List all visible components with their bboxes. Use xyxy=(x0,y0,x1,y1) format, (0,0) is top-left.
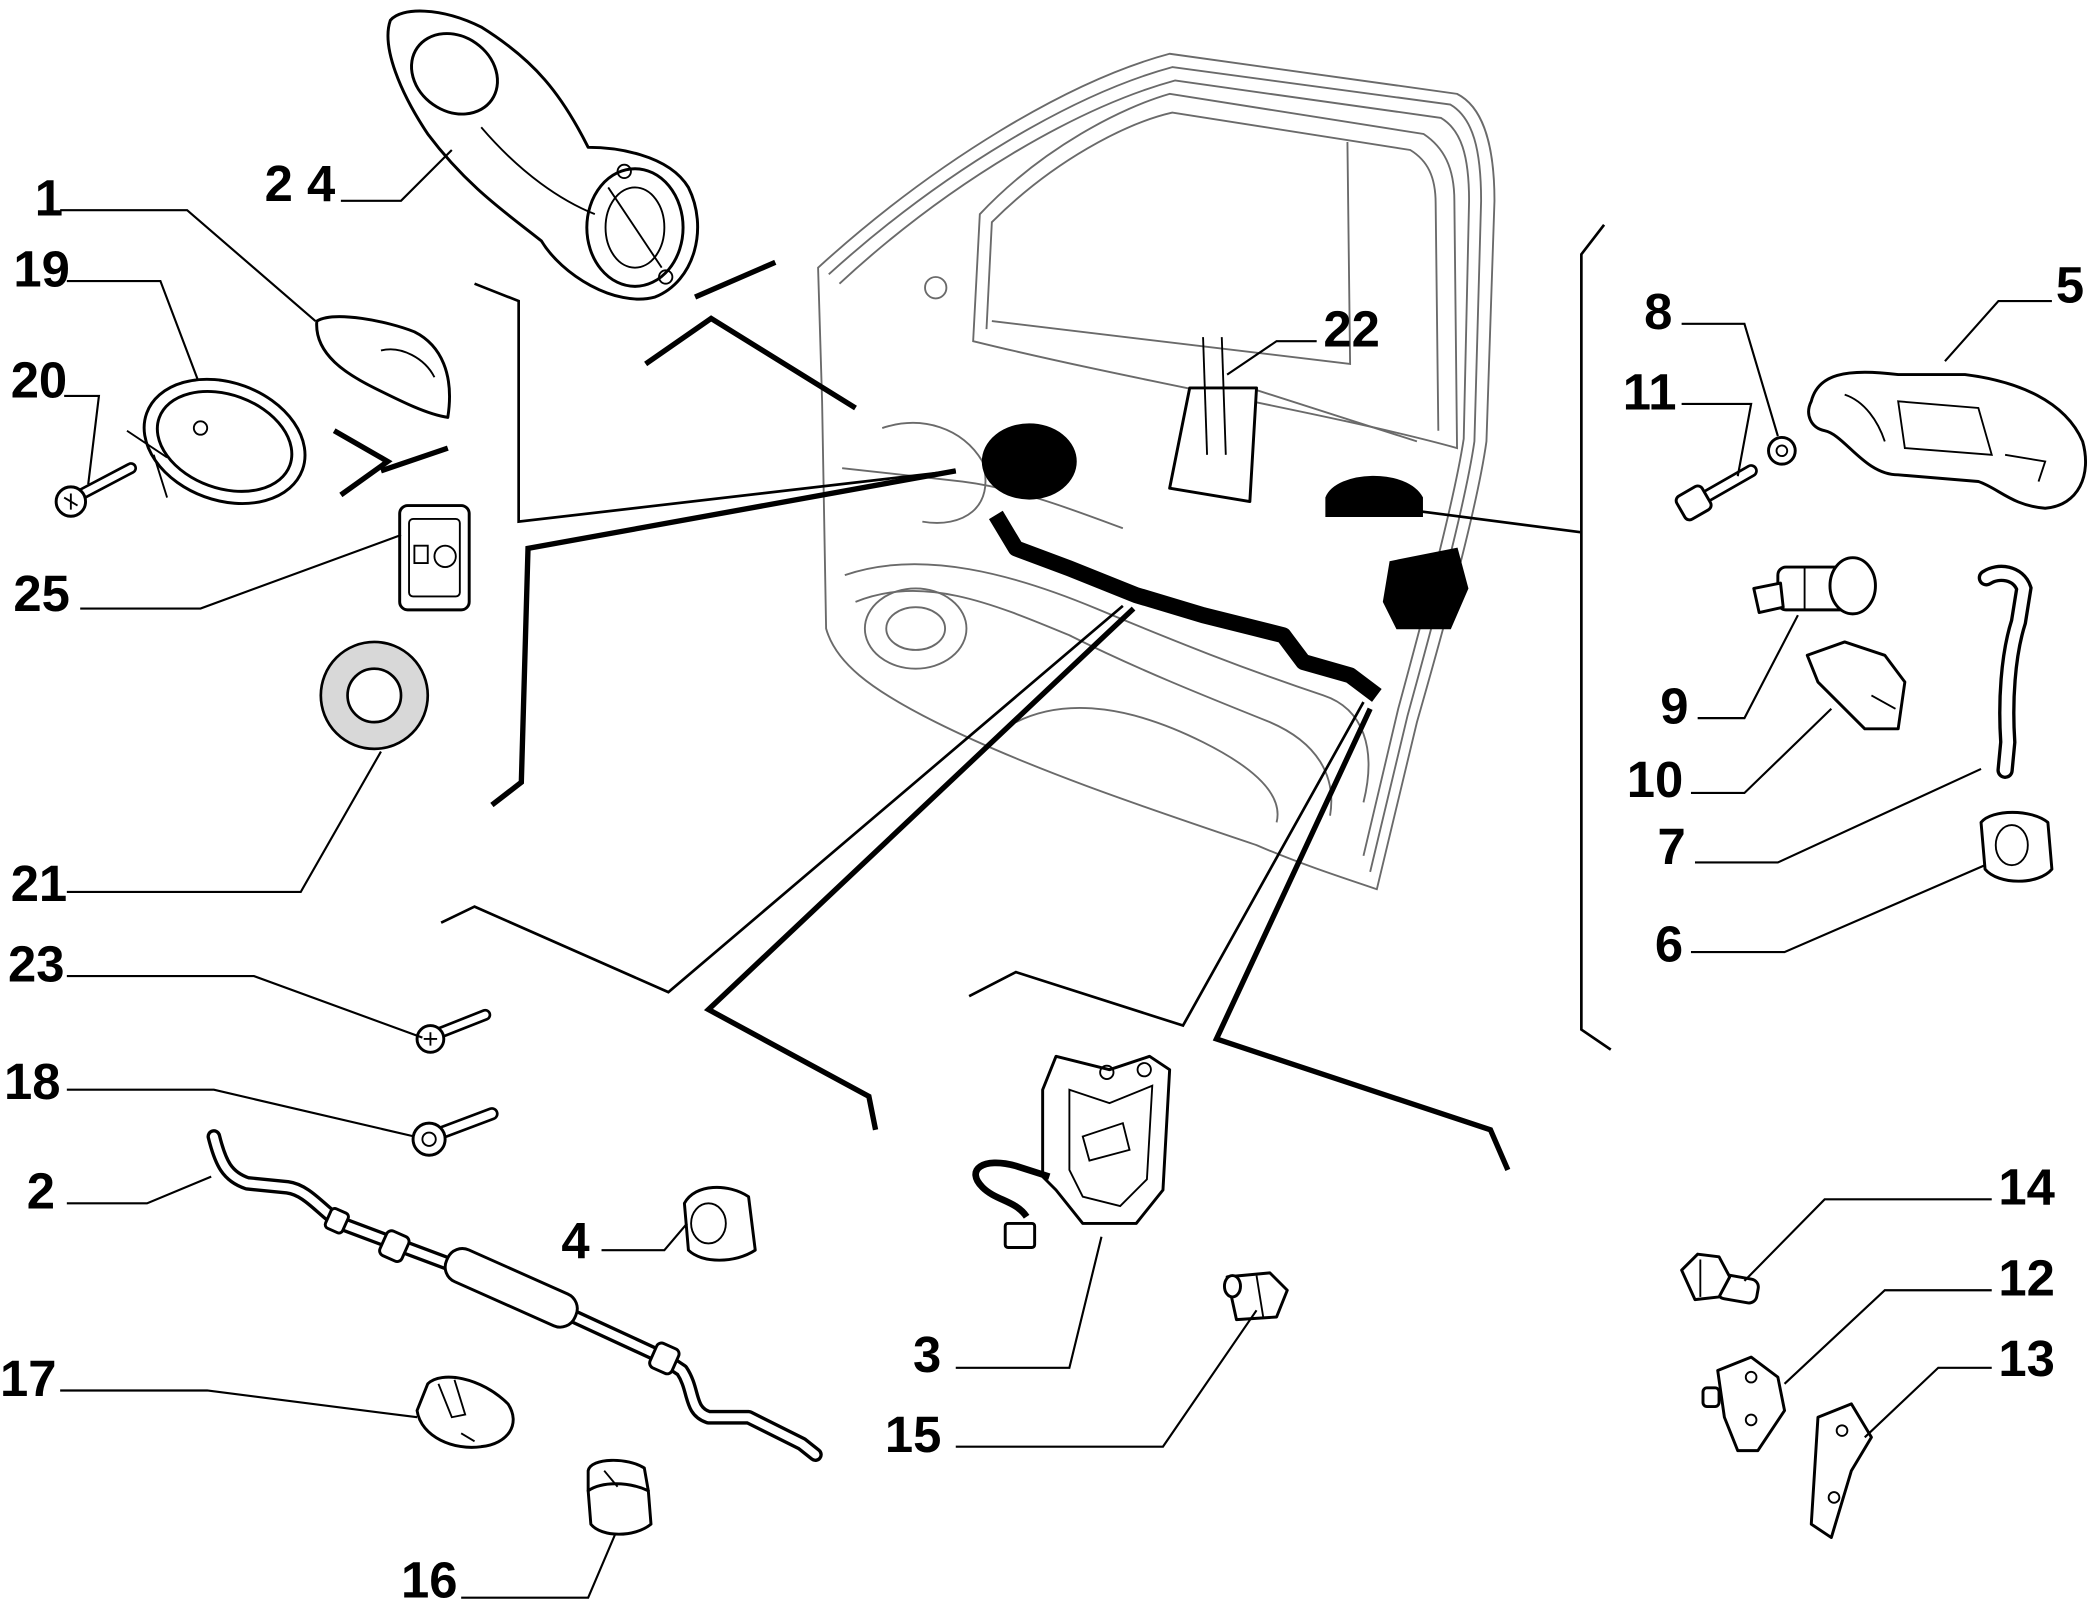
callout-4: 4 xyxy=(561,1212,589,1269)
callout-11: 11 xyxy=(1623,363,1677,420)
callout-23: 23 xyxy=(8,935,64,992)
part-8-washer xyxy=(1767,435,1797,466)
part-9-lock-cylinder xyxy=(1752,556,1877,616)
part-16-clip xyxy=(586,1458,653,1536)
part-15-bushing xyxy=(1222,1271,1289,1322)
callout-6: 6 xyxy=(1655,915,1683,972)
part-23-screw xyxy=(415,1008,492,1054)
callout-2: 2 xyxy=(27,1163,55,1220)
part-10-bracket xyxy=(1805,640,1907,731)
part-6-clip xyxy=(1979,811,2054,883)
callout-24: 2 4 xyxy=(265,155,336,212)
door-outline xyxy=(817,52,1496,891)
part-18-screw xyxy=(411,1107,499,1157)
callout-1: 1 xyxy=(35,170,63,227)
part-17-rod-clip xyxy=(415,1375,515,1449)
part-24-inner-handle-bezel xyxy=(386,9,700,301)
part-12-striker-plate xyxy=(1701,1355,1787,1453)
part-13-plate xyxy=(1809,1402,1873,1540)
part-1-handle-cover xyxy=(315,315,451,419)
callout-12: 12 xyxy=(1998,1250,2054,1307)
callout-17: 17 xyxy=(0,1350,56,1407)
part-5-outer-handle xyxy=(1807,370,2087,510)
callout-15: 15 xyxy=(885,1406,941,1463)
part-19-trim-ring xyxy=(126,377,307,506)
callout-14: 14 xyxy=(1998,1159,2054,1216)
part-22-door-bracket xyxy=(1168,337,1259,504)
part-3-door-lock xyxy=(972,1054,1172,1249)
callout-13: 13 xyxy=(1998,1330,2054,1387)
callout-9: 9 xyxy=(1660,677,1688,734)
callout-22: 22 xyxy=(1323,301,1379,358)
callout-25: 25 xyxy=(13,565,69,622)
callout-labels: 2 4 1 19 20 25 21 23 18 2 17 16 4 3 15 2… xyxy=(0,155,2084,1602)
part-4-rod-clip xyxy=(682,1185,757,1262)
section-brackets xyxy=(332,224,1612,1172)
callout-7: 7 xyxy=(1658,818,1686,875)
callout-19: 19 xyxy=(13,240,69,297)
door-black-components xyxy=(981,423,1469,702)
part-7-rod xyxy=(1977,564,2033,779)
part-14-bolt xyxy=(1680,1252,1760,1305)
part-25-switch-plate xyxy=(398,504,471,612)
callout-18: 18 xyxy=(4,1053,60,1110)
callout-3: 3 xyxy=(913,1326,941,1383)
callout-8: 8 xyxy=(1644,283,1672,340)
callout-5: 5 xyxy=(2056,256,2084,313)
part-21-washer xyxy=(319,640,430,751)
part-20-screw xyxy=(54,462,138,518)
part-2-control-rod xyxy=(206,1129,823,1463)
leader-lines xyxy=(60,149,2052,1599)
callout-10: 10 xyxy=(1627,751,1683,808)
callout-21: 21 xyxy=(11,855,67,912)
part-11-bolt xyxy=(1674,464,1758,522)
callout-16: 16 xyxy=(401,1552,457,1602)
callout-20: 20 xyxy=(11,351,67,408)
